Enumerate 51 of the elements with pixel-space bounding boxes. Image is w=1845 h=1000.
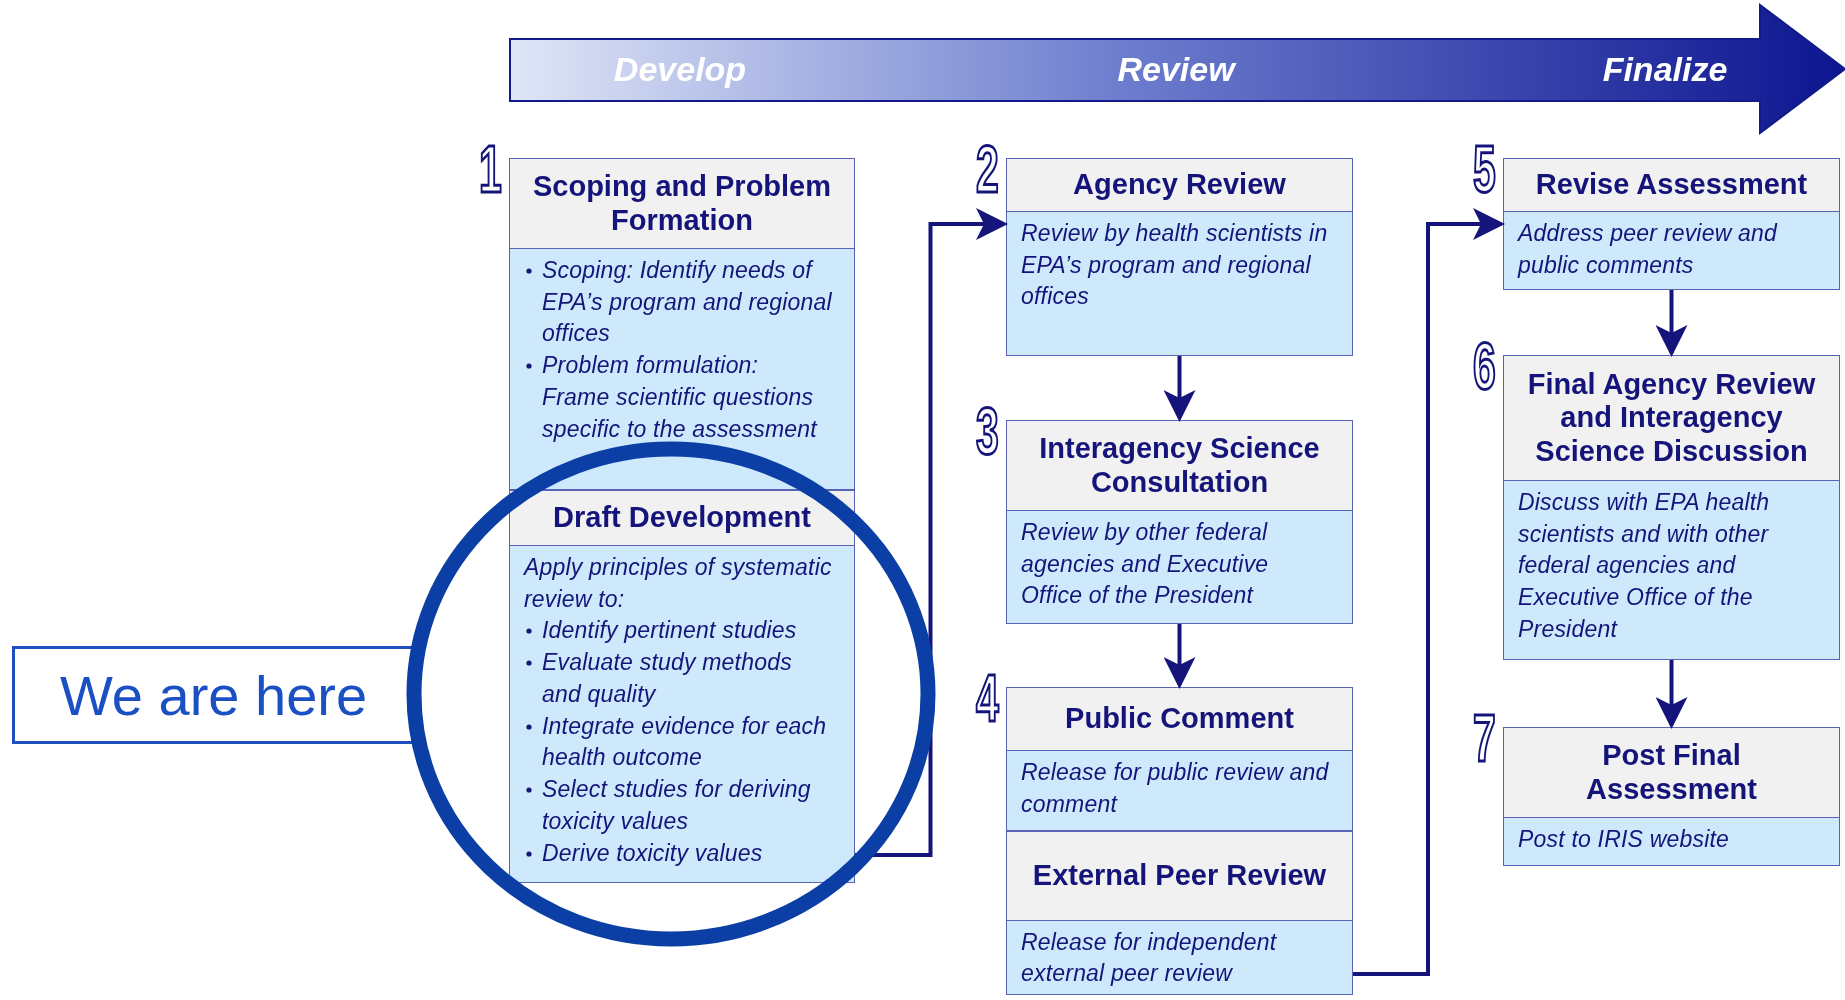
step-description: Release for public review and comment <box>1021 758 1330 819</box>
phase-label: Review <box>1117 50 1235 89</box>
bullet-item: Integrate evidence for each health outcome <box>524 710 832 775</box>
highlight-circle <box>406 441 936 947</box>
step-heading: Agency Review <box>1073 168 1286 202</box>
step-number: 4 <box>976 665 999 731</box>
step-number: 1 <box>479 136 502 202</box>
phase-label: Develop <box>613 50 747 89</box>
step-number: 6 <box>1473 333 1496 399</box>
arrow <box>1163 356 1196 422</box>
bullet-item: Select studies for deriving toxicity values <box>524 774 832 838</box>
arrow <box>1163 624 1196 689</box>
step-number: 2 <box>976 136 999 202</box>
process-box <box>1006 420 1353 624</box>
step-number: 7 <box>1473 705 1496 771</box>
step-description: Post to IRIS website <box>1518 825 1731 854</box>
step-heading: Scoping and Problem Formation <box>531 170 833 237</box>
step-description: Release for independent external peer review <box>1021 927 1278 989</box>
step-heading: Public Comment <box>1065 702 1294 736</box>
phase-label: Finalize <box>1602 50 1728 89</box>
arrow <box>1353 208 1505 976</box>
step-heading: Revise Assessment <box>1535 168 1808 202</box>
process-box <box>1503 727 1840 866</box>
process-box <box>1006 831 1353 995</box>
process-box <box>1006 687 1353 831</box>
process-box <box>509 158 855 490</box>
step-heading: Interagency Science Consultation <box>1038 432 1321 499</box>
step-description: Review by other federal agencies and Executive Office of the President <box>1021 518 1270 611</box>
step-heading: Final Agency Review and Interagency Science Discussion <box>1526 368 1817 468</box>
step-description: Address peer review and public comments <box>1518 219 1779 280</box>
bullet-item: Evaluate study methods and quality <box>524 647 832 711</box>
bullet-item: Identify pertinent studies <box>524 615 832 648</box>
step-number: 3 <box>976 398 999 464</box>
arrow <box>1655 290 1688 357</box>
process-box <box>1006 158 1353 356</box>
step-description: Apply principles of systematic review to: <box>524 553 832 614</box>
callout-text: We are here <box>59 662 368 728</box>
step-heading: Post Final Assessment <box>1585 739 1758 806</box>
arrow <box>855 208 1008 857</box>
process-box <box>1503 158 1840 290</box>
step-description: Discuss with EPA health scientists and with other federal agencies and Executive Office of the President <box>1518 488 1771 644</box>
callout-box <box>12 646 415 744</box>
bullet-item: Problem formulation: Frame scientific questions specific to the assessment <box>524 350 832 446</box>
step-heading: External Peer Review <box>1032 859 1327 893</box>
arrow <box>1655 660 1688 729</box>
process-box <box>1503 355 1840 660</box>
bullet-item: Derive toxicity values <box>524 837 832 870</box>
step-number: 5 <box>1473 136 1496 202</box>
step-heading: Draft Development <box>553 501 811 535</box>
bullet-item: Scoping: Identify needs of EPA’s program and regional offices <box>524 255 832 351</box>
step-description: Review by health scientists in EPA’s program and regional offices <box>1021 219 1329 312</box>
